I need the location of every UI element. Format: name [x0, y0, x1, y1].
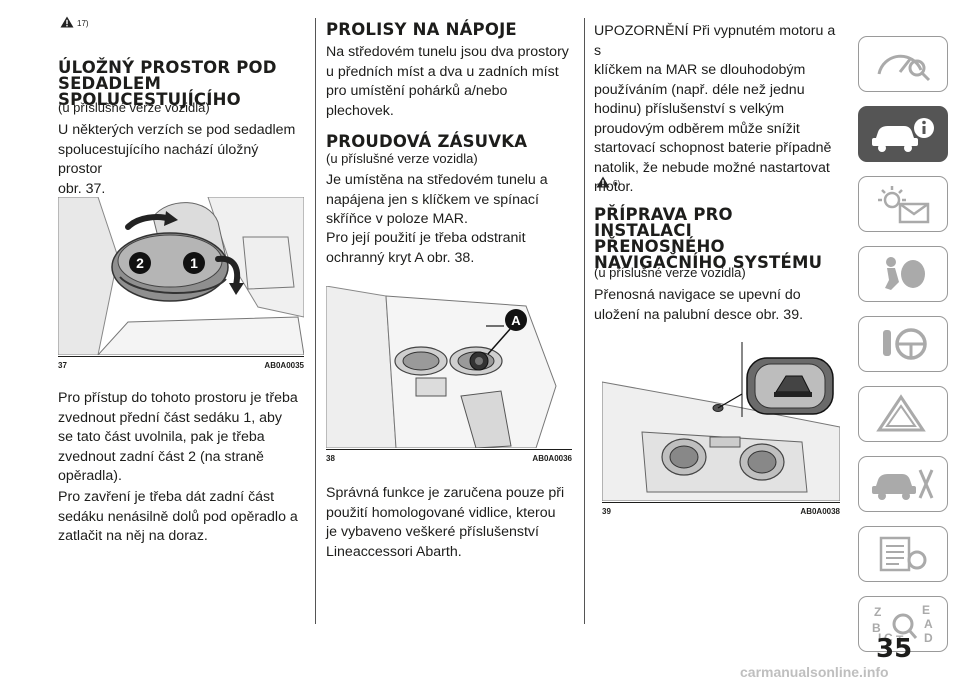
figure-number: 39 — [602, 507, 611, 516]
warning-reference: 6) — [596, 176, 620, 188]
figure-number: 38 — [326, 454, 335, 463]
technical-data-list-icon — [879, 536, 927, 572]
section-heading: ÚLOŽNÝ PROSTOR POD SEDADLEM SPOLUCESTUJÍ… — [58, 58, 277, 109]
paragraph: Pro zavření je třeba dát zadní část sedá… — [58, 489, 298, 544]
nav-tile-maintenance[interactable] — [858, 456, 948, 512]
nav-tile-car-info[interactable] — [858, 106, 948, 162]
paragraph: Na středovém tunelu jsou dva prostory u … — [326, 44, 569, 119]
seat-storage-illustration: 2 1 — [58, 197, 304, 355]
airbag-person-icon — [885, 257, 925, 290]
warning-paragraph: UPOZORNĚNÍ Při vypnutém motoru a s klíčk… — [594, 23, 836, 195]
index-letter: A — [924, 617, 933, 631]
warning-triangle-road-icon — [876, 394, 926, 432]
footer-watermark: carmanualsonline.info — [740, 664, 889, 680]
dashboard-search-icon — [877, 54, 931, 82]
index-letter: T — [896, 633, 904, 646]
page-number: 35 — [876, 634, 913, 664]
index-letter: D — [924, 631, 933, 645]
key-steering-wheel-icon — [883, 328, 927, 360]
section-subtitle: (u příslušné verze vozidla) — [58, 100, 210, 115]
warning-triangle-icon — [60, 16, 74, 28]
index-letter: C — [884, 631, 893, 645]
figure-caption: 37 AB0A0035 — [58, 361, 304, 370]
section-heading: PROUDOVÁ ZÁSUVKA — [326, 132, 528, 151]
figure-number: 37 — [58, 361, 67, 370]
callout-2: 2 — [136, 255, 144, 271]
column-divider — [584, 18, 585, 624]
car-tools-icon — [872, 469, 934, 500]
section-subtitle: (u příslušné verze vozidla) — [594, 265, 746, 280]
paragraph: Pro přístup do tohoto prostoru je třeba … — [58, 390, 298, 484]
nav-tile-warning-lights[interactable] — [858, 176, 948, 232]
callout-A: A — [511, 313, 521, 328]
warning-reference: 17) — [60, 16, 89, 28]
nav-tile-safety[interactable] — [858, 246, 948, 302]
paragraph: Přenosná navigace se upevní do uložení n… — [594, 287, 804, 323]
column-divider — [315, 18, 316, 624]
section-heading: PŘÍPRAVA PRO INSTALACI PŘENOSNÉHO NAVIGA… — [594, 205, 823, 272]
warning-ref-label: 6) — [613, 179, 621, 188]
navigation-mount-illustration — [602, 342, 840, 501]
paragraph: Správná funkce je zaručena pouze při pou… — [326, 485, 565, 560]
warning-triangle-icon — [596, 176, 610, 188]
nav-tile-emergency[interactable] — [858, 386, 948, 442]
nav-tile-dashboard[interactable] — [858, 36, 948, 92]
figure-caption: 39 AB0A0038 — [602, 507, 840, 516]
power-socket-illustration: A — [326, 286, 572, 448]
figure-38: A 38 AB0A0036 — [326, 286, 572, 463]
index-letter: Z — [874, 605, 881, 619]
figure-caption: 38 AB0A0036 — [326, 454, 572, 463]
index-letter: E — [922, 603, 930, 617]
paragraph: Je umístěna na středovém tunelu a napáje… — [326, 172, 548, 227]
alphabetical-index-icon: Z E B A C D I T — [872, 603, 933, 646]
section-heading: PROLISY NA NÁPOJE — [326, 20, 517, 39]
car-info-icon — [872, 118, 934, 152]
index-letter: I — [878, 631, 881, 645]
index-letter: B — [872, 621, 881, 635]
nav-tile-starting-driving[interactable] — [858, 316, 948, 372]
section-subtitle: (u příslušné verze vozidla) — [326, 151, 478, 166]
warning-ref-label: 17) — [77, 19, 89, 28]
nav-tile-index[interactable]: Z E B A C D I T — [858, 596, 948, 652]
figure-code: AB0A0035 — [264, 361, 304, 370]
figure-code: AB0A0036 — [532, 454, 572, 463]
paragraph: U některých verzích se pod sedadlem spol… — [58, 122, 296, 197]
figure-code: AB0A0038 — [800, 507, 840, 516]
figure-37: 2 1 37 AB0A0035 — [58, 197, 304, 370]
callout-1: 1 — [190, 255, 198, 271]
warning-light-envelope-icon — [878, 186, 930, 224]
paragraph: Pro její použití je třeba odstranit ochr… — [326, 230, 526, 266]
nav-tile-technical-data[interactable] — [858, 526, 948, 582]
figure-39: 39 AB0A0038 — [602, 342, 840, 516]
